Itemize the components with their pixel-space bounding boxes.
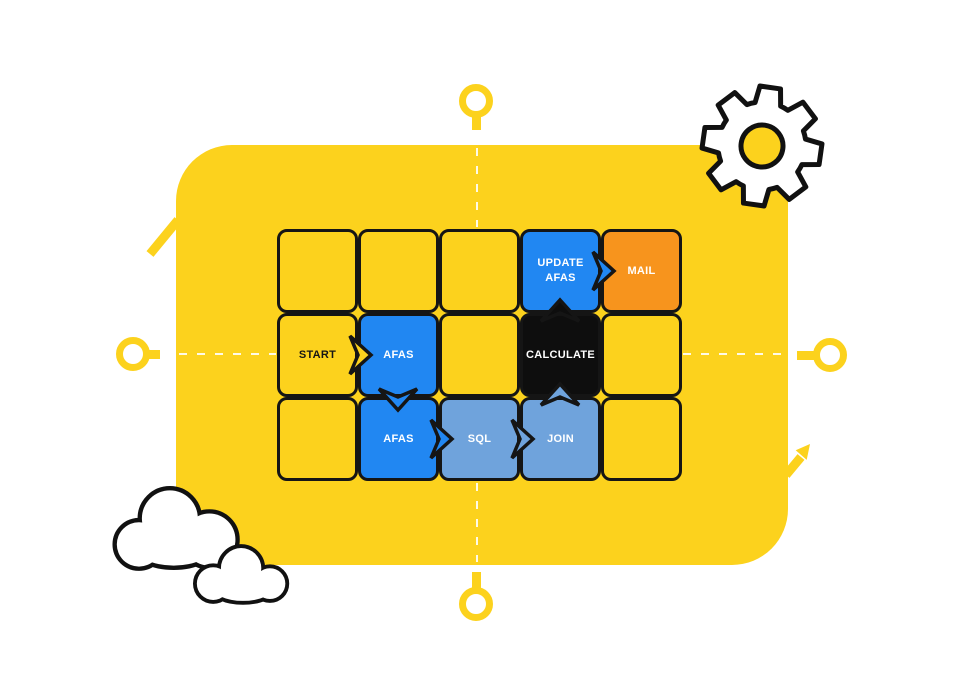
- cell-empty: [277, 229, 358, 313]
- cell-label: UPDATE AFAS: [537, 257, 584, 284]
- cell-label: START: [298, 348, 337, 361]
- cell-empty: [358, 229, 439, 313]
- cell-label: SQL: [467, 432, 492, 445]
- cell-sql: SQL: [439, 397, 520, 481]
- node-stub-top: [472, 112, 481, 130]
- node-circle-left: [116, 337, 150, 371]
- cell-label: AFAS: [383, 432, 414, 445]
- cell-afas-1: AFAS: [358, 313, 439, 397]
- node-circle-bottom: [459, 587, 493, 621]
- node-circle-right: [813, 338, 847, 372]
- cell-afas-2: AFAS: [358, 397, 439, 481]
- node-stub-bottom: [472, 572, 481, 589]
- cell-empty: [277, 397, 358, 481]
- cell-empty: [601, 313, 682, 397]
- workflow-grid: UPDATE AFAS MAIL START AFAS CALCULATE AF…: [277, 229, 682, 481]
- cell-empty: [439, 229, 520, 313]
- node-stub-left: [142, 350, 160, 359]
- cell-calculate: CALCULATE: [520, 313, 601, 397]
- cell-label: JOIN: [547, 432, 574, 445]
- cell-label: MAIL: [627, 264, 656, 277]
- node-stub-right: [797, 351, 815, 360]
- diagonal-arrow-bottom-right: [782, 444, 810, 478]
- cell-start: START: [277, 313, 358, 397]
- cell-join: JOIN: [520, 397, 601, 481]
- cell-mail: MAIL: [601, 229, 682, 313]
- cell-empty: [439, 313, 520, 397]
- diagonal-arrow-top-left: [146, 217, 182, 257]
- cell-update-afas: UPDATE AFAS: [520, 229, 601, 313]
- node-circle-top: [459, 84, 493, 118]
- cell-label: AFAS: [383, 348, 414, 361]
- cell-label: CALCULATE: [525, 348, 596, 361]
- cell-empty: [601, 397, 682, 481]
